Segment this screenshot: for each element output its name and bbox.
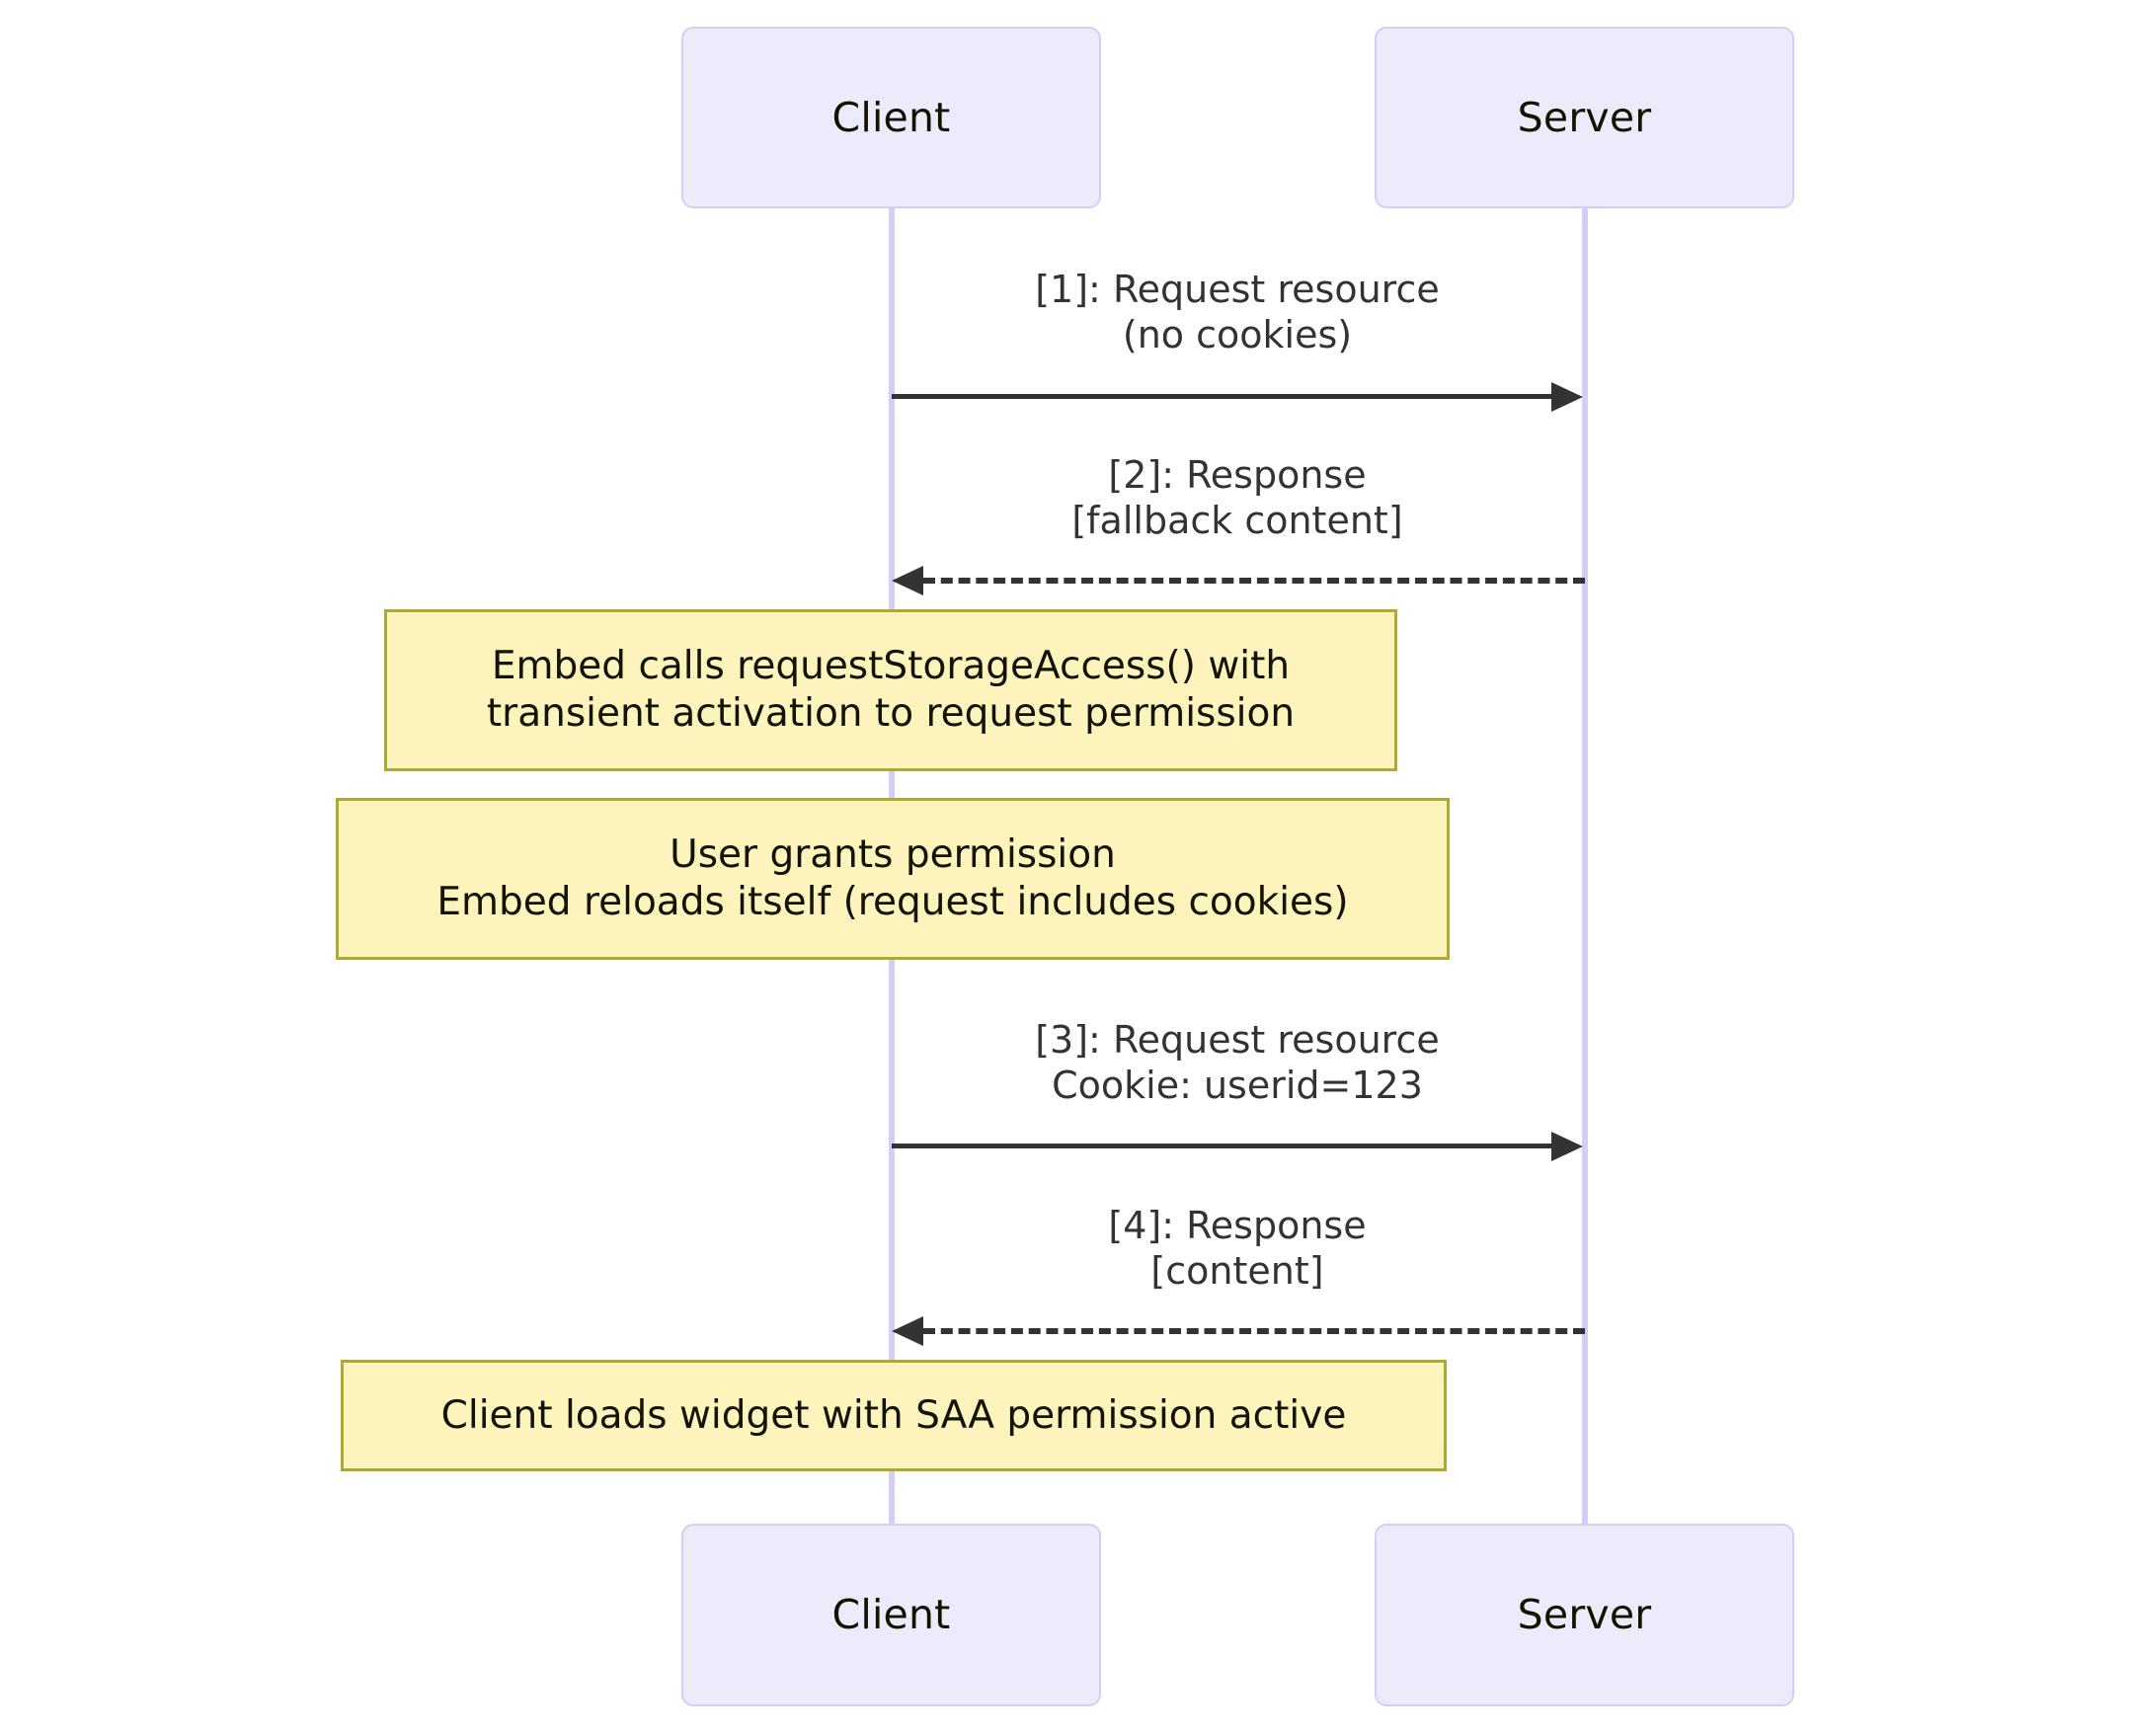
message-label-2-line-1: [2]: Response bbox=[1108, 453, 1367, 497]
actor-box-client-top[interactable]: Client bbox=[681, 27, 1101, 208]
message-label-3-line-1: [3]: Request resource bbox=[1035, 1018, 1440, 1062]
message-label-1: [1]: Request resource (no cookies) bbox=[892, 267, 1583, 358]
message-label-1-line-2: (no cookies) bbox=[1122, 313, 1353, 357]
message-arrowhead-4 bbox=[892, 1316, 923, 1346]
message-line-4 bbox=[923, 1328, 1585, 1334]
message-arrowhead-1 bbox=[1551, 382, 1583, 412]
note-1: Embed calls requestStorageAccess() with … bbox=[384, 609, 1397, 771]
note-2-line-2: Embed reloads itself (request includes c… bbox=[436, 880, 1349, 924]
actor-box-server-top[interactable]: Server bbox=[1375, 27, 1794, 208]
message-line-2 bbox=[923, 578, 1585, 584]
note-2: User grants permission Embed reloads its… bbox=[336, 798, 1450, 960]
actor-box-server-bottom[interactable]: Server bbox=[1375, 1524, 1794, 1706]
message-label-3: [3]: Request resource Cookie: userid=123 bbox=[892, 1017, 1583, 1109]
actor-label-client-top: Client bbox=[831, 93, 951, 141]
message-label-4-line-1: [4]: Response bbox=[1108, 1204, 1367, 1247]
message-label-3-line-2: Cookie: userid=123 bbox=[1052, 1064, 1423, 1108]
note-2-line-1: User grants permission bbox=[670, 832, 1116, 878]
message-label-4: [4]: Response [content] bbox=[892, 1203, 1583, 1295]
message-label-4-line-2: [content] bbox=[1150, 1249, 1324, 1294]
message-line-3 bbox=[892, 1144, 1553, 1148]
lifeline-server bbox=[1582, 208, 1588, 1526]
actor-label-server-top: Server bbox=[1517, 93, 1652, 141]
actor-label-server-bottom: Server bbox=[1517, 1591, 1652, 1638]
message-label-2-line-2: [fallback content] bbox=[1071, 499, 1403, 543]
note-1-line-2: transient activation to request permissi… bbox=[486, 691, 1296, 736]
message-line-1 bbox=[892, 394, 1553, 399]
message-arrowhead-2 bbox=[892, 566, 923, 595]
note-3: Client loads widget with SAA permission … bbox=[341, 1360, 1447, 1471]
message-arrowhead-3 bbox=[1551, 1132, 1583, 1161]
message-label-1-line-1: [1]: Request resource bbox=[1035, 268, 1440, 311]
actor-box-client-bottom[interactable]: Client bbox=[681, 1524, 1101, 1706]
note-3-line-1: Client loads widget with SAA permission … bbox=[440, 1392, 1347, 1438]
note-1-line-1: Embed calls requestStorageAccess() with bbox=[491, 644, 1291, 689]
actor-label-client-bottom: Client bbox=[831, 1591, 951, 1638]
message-label-2: [2]: Response [fallback content] bbox=[892, 452, 1583, 544]
